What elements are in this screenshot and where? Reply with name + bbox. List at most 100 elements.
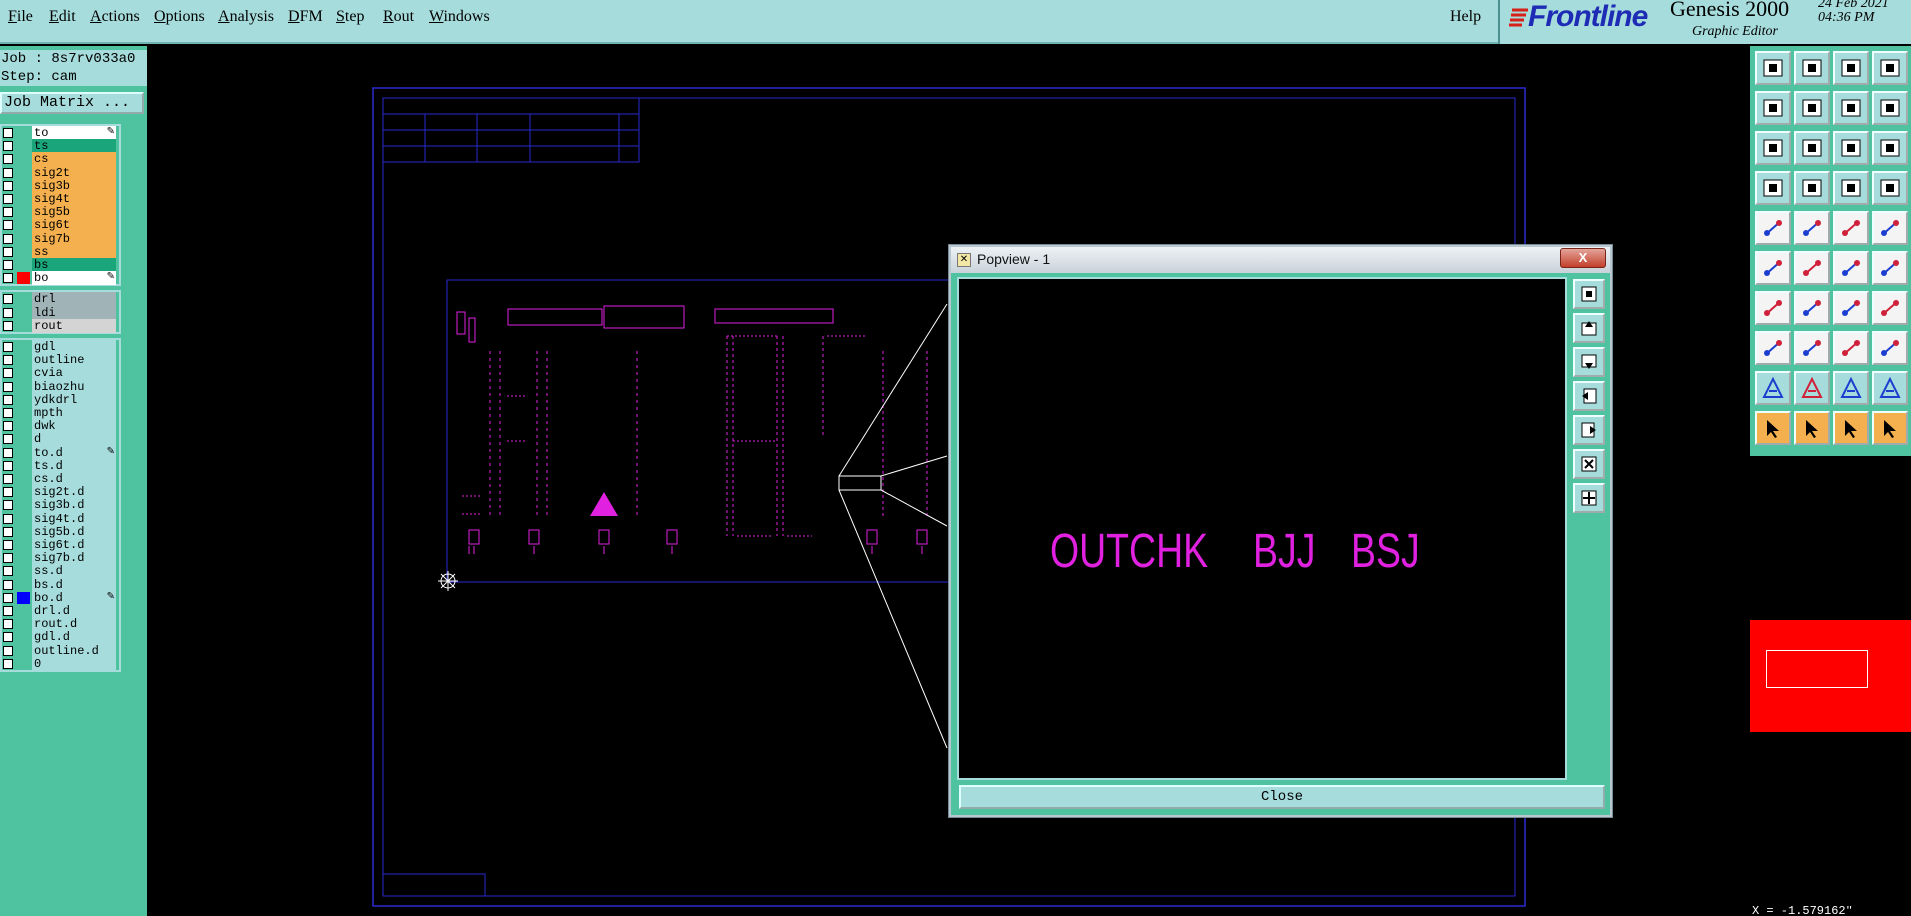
- layer-checkbox[interactable]: [3, 408, 13, 418]
- popview-pan-left-button[interactable]: [1573, 381, 1605, 411]
- line-blue-button[interactable]: [1794, 291, 1830, 325]
- layer-checkbox[interactable]: [3, 460, 13, 471]
- menu-rout[interactable]: Rout: [383, 8, 414, 26]
- layer-checkbox[interactable]: [3, 381, 13, 392]
- layer-checkbox[interactable]: [3, 128, 13, 138]
- layer-row[interactable]: cvia: [0, 366, 117, 381]
- layer-checkbox[interactable]: [3, 540, 13, 550]
- popview-zoom-in-button[interactable]: [1573, 449, 1605, 479]
- layer-row[interactable]: dwk: [0, 419, 117, 434]
- transform-button[interactable]: [1872, 331, 1908, 365]
- connect-button[interactable]: [1872, 251, 1908, 285]
- layer-checkbox[interactable]: [3, 487, 13, 498]
- menu-step[interactable]: Step: [336, 8, 364, 26]
- layer-row[interactable]: cs.d: [0, 472, 117, 486]
- pointer-branch-button[interactable]: [1872, 411, 1908, 445]
- popview-titlebar[interactable]: ✕ Popview - 1 X: [951, 247, 1610, 273]
- layer-row[interactable]: sig3b: [0, 178, 117, 193]
- menu-actions[interactable]: Actions: [90, 8, 140, 26]
- layer-row[interactable]: sig6t: [0, 218, 117, 233]
- layer-row[interactable]: ldi: [0, 305, 117, 320]
- resize-button[interactable]: [1833, 331, 1869, 365]
- layer-row[interactable]: to.d✎: [0, 445, 117, 460]
- curve-button[interactable]: [1833, 291, 1869, 325]
- layer-row[interactable]: sig5b: [0, 205, 117, 220]
- popview-pan-down-button[interactable]: [1573, 347, 1605, 377]
- pointer-orange-button[interactable]: [1833, 411, 1869, 445]
- job-matrix-button[interactable]: Job Matrix ...: [0, 92, 144, 114]
- layer-checkbox[interactable]: [3, 474, 13, 484]
- layer-checkbox[interactable]: [3, 606, 13, 616]
- layer-row[interactable]: sig5b.d: [0, 524, 117, 539]
- layer-checkbox[interactable]: [3, 513, 13, 524]
- layer-row[interactable]: sig4t: [0, 192, 117, 206]
- arc-node-button[interactable]: [1833, 251, 1869, 285]
- overview-map[interactable]: [1750, 456, 1911, 906]
- layer-row[interactable]: ts.d: [0, 458, 117, 473]
- menu-options[interactable]: Options: [154, 8, 205, 26]
- layer-checkbox[interactable]: [3, 154, 13, 165]
- menu-edit[interactable]: Edit: [49, 8, 76, 26]
- layer-checkbox[interactable]: [3, 307, 13, 318]
- layer-row[interactable]: drl.d: [0, 604, 117, 618]
- popview-pan-right-button[interactable]: [1573, 415, 1605, 445]
- layer-checkbox[interactable]: [3, 421, 13, 432]
- layer-row[interactable]: cs: [0, 152, 117, 167]
- layer-checkbox[interactable]: [3, 194, 13, 204]
- layer-row[interactable]: bo.d✎: [0, 590, 117, 605]
- layer-row[interactable]: bs: [0, 258, 117, 272]
- text-a-blue-button[interactable]: [1794, 371, 1830, 405]
- text-a-orange-button[interactable]: [1833, 371, 1869, 405]
- layer-row[interactable]: drl: [0, 292, 117, 307]
- snap-blue-button[interactable]: [1872, 171, 1908, 205]
- layer-row[interactable]: sig4t.d: [0, 511, 117, 526]
- redo-button[interactable]: [1872, 91, 1908, 125]
- layer-checkbox[interactable]: [3, 180, 13, 191]
- layer-row[interactable]: sig6t.d: [0, 538, 117, 552]
- minus-button[interactable]: [1794, 331, 1830, 365]
- layer-checkbox[interactable]: [3, 342, 13, 352]
- layer-checkbox[interactable]: [3, 394, 13, 405]
- layer-checkbox[interactable]: [3, 619, 13, 630]
- layer-row[interactable]: gdl: [0, 340, 117, 354]
- layer-checkbox[interactable]: [3, 260, 13, 270]
- layer-checkbox[interactable]: [3, 368, 13, 379]
- layer-checkbox[interactable]: [3, 220, 13, 231]
- layer-row[interactable]: bs.d: [0, 577, 117, 592]
- import-button[interactable]: [1755, 91, 1791, 125]
- help-button[interactable]: [1872, 131, 1908, 165]
- popview-zoom-out-button[interactable]: [1573, 483, 1605, 513]
- text-a-underline-button[interactable]: [1872, 371, 1908, 405]
- grid-button[interactable]: [1794, 171, 1830, 205]
- layer-row[interactable]: to✎: [0, 126, 117, 140]
- layer-row[interactable]: ydkdrl: [0, 392, 117, 407]
- layer-checkbox[interactable]: [3, 592, 13, 603]
- pointer-button[interactable]: [1755, 411, 1791, 445]
- home-button[interactable]: [1833, 51, 1869, 85]
- layer-checkbox[interactable]: [3, 579, 13, 590]
- layer-checkbox[interactable]: [3, 566, 13, 577]
- layer-checkbox[interactable]: [3, 447, 13, 458]
- layer-row[interactable]: gdl.d: [0, 630, 117, 645]
- layer-checkbox[interactable]: [3, 632, 13, 643]
- menu-dfm[interactable]: DFM: [288, 8, 323, 26]
- layer-row[interactable]: outline.d: [0, 643, 117, 658]
- popview-zoom-view[interactable]: OUTCHK BJJ BSJ: [957, 277, 1567, 780]
- circle-add-button[interactable]: [1872, 211, 1908, 245]
- layer-checkbox[interactable]: [3, 658, 13, 669]
- zoom-fit-button[interactable]: [1755, 131, 1791, 165]
- menu-help[interactable]: Help: [1450, 8, 1482, 25]
- layer-checkbox[interactable]: [3, 553, 13, 564]
- layer-checkbox[interactable]: [3, 320, 13, 331]
- layer-row[interactable]: rout: [0, 318, 117, 333]
- trace-button[interactable]: [1872, 291, 1908, 325]
- zoom-center-button[interactable]: [1794, 131, 1830, 165]
- layer-checkbox[interactable]: [3, 141, 13, 152]
- text-a-button[interactable]: [1755, 371, 1791, 405]
- layer-row[interactable]: sig7b: [0, 231, 117, 246]
- pad-add-button[interactable]: [1755, 211, 1791, 245]
- delete-node-button[interactable]: [1794, 251, 1830, 285]
- layer-checkbox[interactable]: [3, 233, 13, 244]
- export-button[interactable]: [1794, 91, 1830, 125]
- layer-checkbox[interactable]: [3, 273, 13, 284]
